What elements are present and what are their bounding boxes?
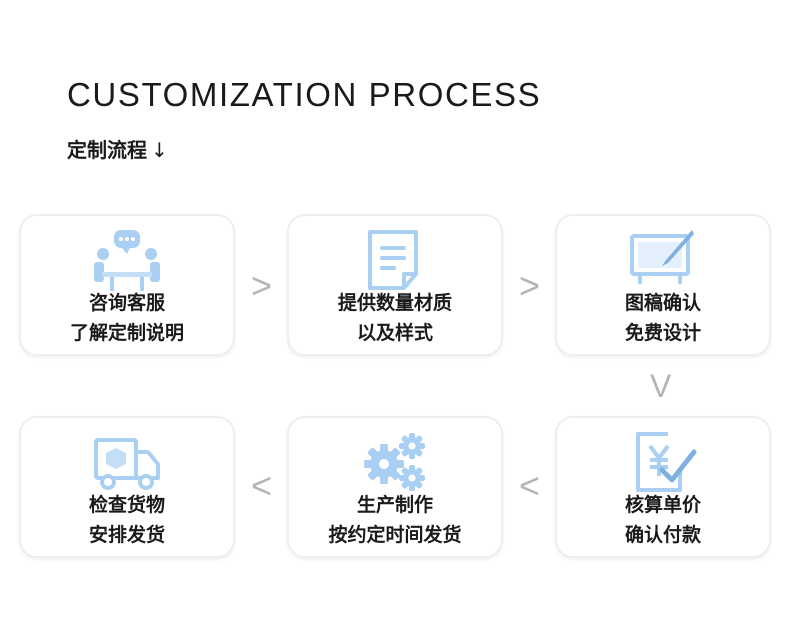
step-card-materials: 提供数量材质 以及样式 (287, 214, 503, 356)
step-label: 咨询客服 了解定制说明 (21, 288, 233, 348)
page-subtitle: 定制流程↓ (67, 134, 168, 163)
separator-right-1: > (251, 265, 273, 306)
step-description: 以及样式 (356, 322, 433, 344)
step-title: 检查货物 (88, 494, 165, 516)
step-description: 安排发货 (88, 524, 165, 546)
step-label: 图稿确认 免费设计 (557, 288, 769, 348)
step-card-design: 图稿确认 免费设计 (555, 214, 771, 356)
step-description: 确认付款 (624, 524, 701, 546)
subtitle-text: 定制流程 (67, 138, 147, 162)
step-title: 核算单价 (624, 494, 701, 516)
separator-left-1: < (251, 465, 273, 506)
step-description: 了解定制说明 (69, 322, 184, 344)
design-tablet-icon (628, 228, 698, 294)
step-title: 提供数量材质 (337, 292, 452, 314)
step-description: 按约定时间发货 (328, 524, 462, 546)
down-arrow-icon: ↓ (151, 138, 168, 162)
step-label: 提供数量材质 以及样式 (289, 288, 501, 348)
step-title: 生产制作 (356, 494, 433, 516)
step-label: 检查货物 安排发货 (21, 490, 233, 550)
price-confirm-icon (628, 430, 698, 496)
consult-icon (92, 228, 162, 294)
page-title: CUSTOMIZATION PROCESS (67, 76, 542, 113)
separator-left-2: < (519, 465, 541, 506)
gears-icon (360, 430, 430, 496)
delivery-truck-icon (92, 430, 162, 496)
step-title: 图稿确认 (624, 292, 701, 314)
document-icon (360, 228, 430, 294)
step-title: 咨询客服 (88, 292, 165, 314)
step-card-consult: 咨询客服 了解定制说明 (19, 214, 235, 356)
separator-down: V (650, 368, 672, 404)
step-card-pricing: 核算单价 确认付款 (555, 416, 771, 558)
step-card-delivery: 检查货物 安排发货 (19, 416, 235, 558)
step-label: 核算单价 确认付款 (557, 490, 769, 550)
step-card-production: 生产制作 按约定时间发货 (287, 416, 503, 558)
separator-right-2: > (519, 265, 541, 306)
step-label: 生产制作 按约定时间发货 (289, 490, 501, 550)
step-description: 免费设计 (624, 322, 701, 344)
